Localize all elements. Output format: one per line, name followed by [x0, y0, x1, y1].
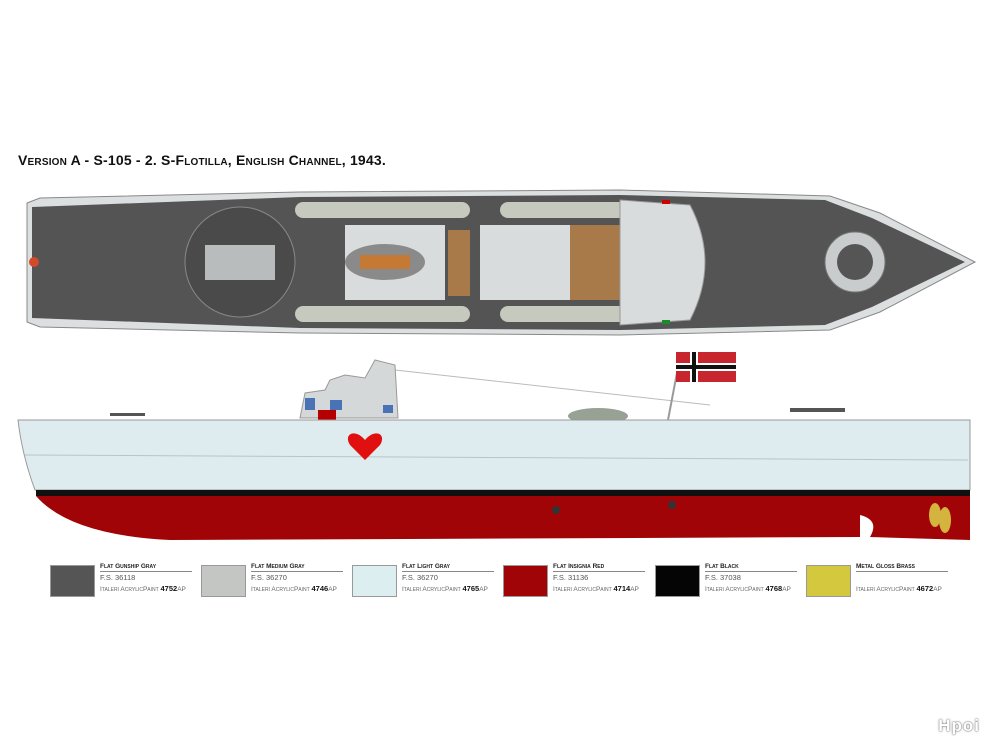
ship-side-view [17, 352, 971, 540]
hull-port-2 [668, 501, 676, 509]
color-chip [655, 565, 700, 597]
fs-code: F.S. 36270 [251, 573, 287, 582]
color-swatch: Flat Medium Gray F.S. 36270 Italeri Acry… [201, 563, 353, 598]
torpedo-top-right [500, 202, 630, 218]
paint-code: Italeri AcrylicPaint 4765AP [402, 584, 488, 593]
fs-code: F.S. 37038 [705, 573, 741, 582]
fs-code: F.S. 31136 [553, 573, 589, 582]
version-title: Version A - S-105 - 2. S-Flotilla, Engli… [18, 152, 386, 168]
boot-topping [36, 490, 970, 496]
torpedo-top-left [295, 202, 470, 218]
bridge-window-3 [383, 405, 393, 413]
color-name: Metal Gloss Brass [856, 563, 948, 572]
hull-upper [17, 419, 971, 491]
torpedo-bottom-right [500, 306, 630, 322]
hull-lower [36, 496, 970, 540]
color-legend: Flat Gunship Gray F.S. 36118 Italeri Acr… [50, 563, 950, 603]
color-swatch: Flat Gunship Gray F.S. 36118 Italeri Acr… [50, 563, 202, 598]
paint-code: Italeri AcrylicPaint 4768AP [705, 584, 791, 593]
heart-emblem [347, 433, 383, 460]
fore-gun [837, 244, 873, 280]
deck-planks-1 [448, 230, 470, 296]
color-chip [50, 565, 95, 597]
propeller [929, 503, 951, 533]
flag [676, 352, 736, 382]
paint-code: Italeri AcrylicPaint 4714AP [553, 584, 639, 593]
color-chip [201, 565, 246, 597]
fs-code: F.S. 36270 [402, 573, 438, 582]
fs-code: F.S. 36118 [100, 573, 136, 582]
color-name: Flat Insignia Red [553, 563, 645, 572]
color-swatch: Flat Black F.S. 37038 Italeri AcrylicPai… [655, 563, 807, 598]
antenna-wire [394, 369, 711, 406]
bridge-window-2 [330, 400, 342, 410]
paint-code: Italeri AcrylicPaint 4752AP [100, 584, 186, 593]
color-swatch: Flat Insignia Red F.S. 31136 Italeri Acr… [503, 563, 655, 598]
red-box [318, 410, 336, 420]
deck-planks-2 [570, 225, 625, 300]
hull-port-1 [552, 506, 560, 514]
color-swatch: Flat Light Gray F.S. 36270 Italeri Acryl… [352, 563, 504, 598]
superstructure [299, 359, 399, 419]
bridge [619, 199, 706, 326]
port-light [662, 200, 670, 204]
deckhouse-mid [480, 225, 570, 300]
color-swatch: Metal Gloss Brass Italeri AcrylicPaint 4… [806, 563, 958, 598]
color-chip [806, 565, 851, 597]
fore-gun-barrel [110, 413, 145, 416]
sheer-line [24, 454, 969, 461]
watermark: Hpoi [938, 716, 980, 735]
stern-mark [29, 257, 39, 267]
ship-top-view [26, 189, 977, 336]
color-chip [503, 565, 548, 597]
aft-gun-barrel [790, 408, 845, 412]
torpedo-bottom-left [295, 306, 470, 322]
aft-gun [205, 245, 275, 280]
color-name: Flat Black [705, 563, 797, 572]
paint-code: Italeri AcrylicPaint 4672AP [856, 584, 942, 593]
color-name: Flat Light Gray [402, 563, 494, 572]
color-chip [352, 565, 397, 597]
color-name: Flat Gunship Gray [100, 563, 192, 572]
color-name: Flat Medium Gray [251, 563, 343, 572]
paint-code: Italeri AcrylicPaint 4746AP [251, 584, 337, 593]
starboard-light [662, 320, 670, 324]
dinghy-wood [360, 255, 410, 269]
bridge-window-1 [305, 398, 315, 410]
